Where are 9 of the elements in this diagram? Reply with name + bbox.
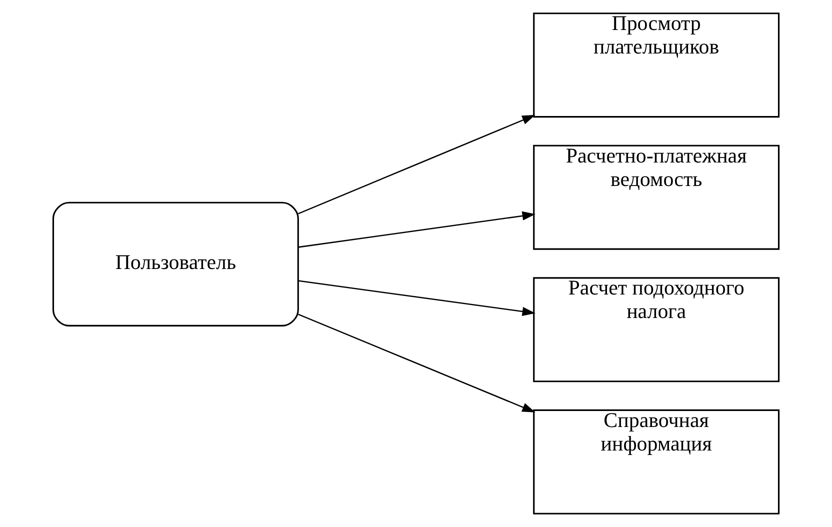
node-box: Справочная информация	[533, 409, 780, 514]
node-box: Расчетно-платежная ведомость	[533, 144, 780, 250]
node-box: Просмотр плательщиков	[533, 12, 780, 118]
arrow	[298, 280, 536, 316]
node-box: Пользователь	[52, 202, 299, 326]
arrow	[298, 114, 536, 214]
node-box: Расчет подоходного налога	[533, 277, 780, 382]
arrow	[298, 211, 536, 248]
arrow	[298, 314, 536, 412]
